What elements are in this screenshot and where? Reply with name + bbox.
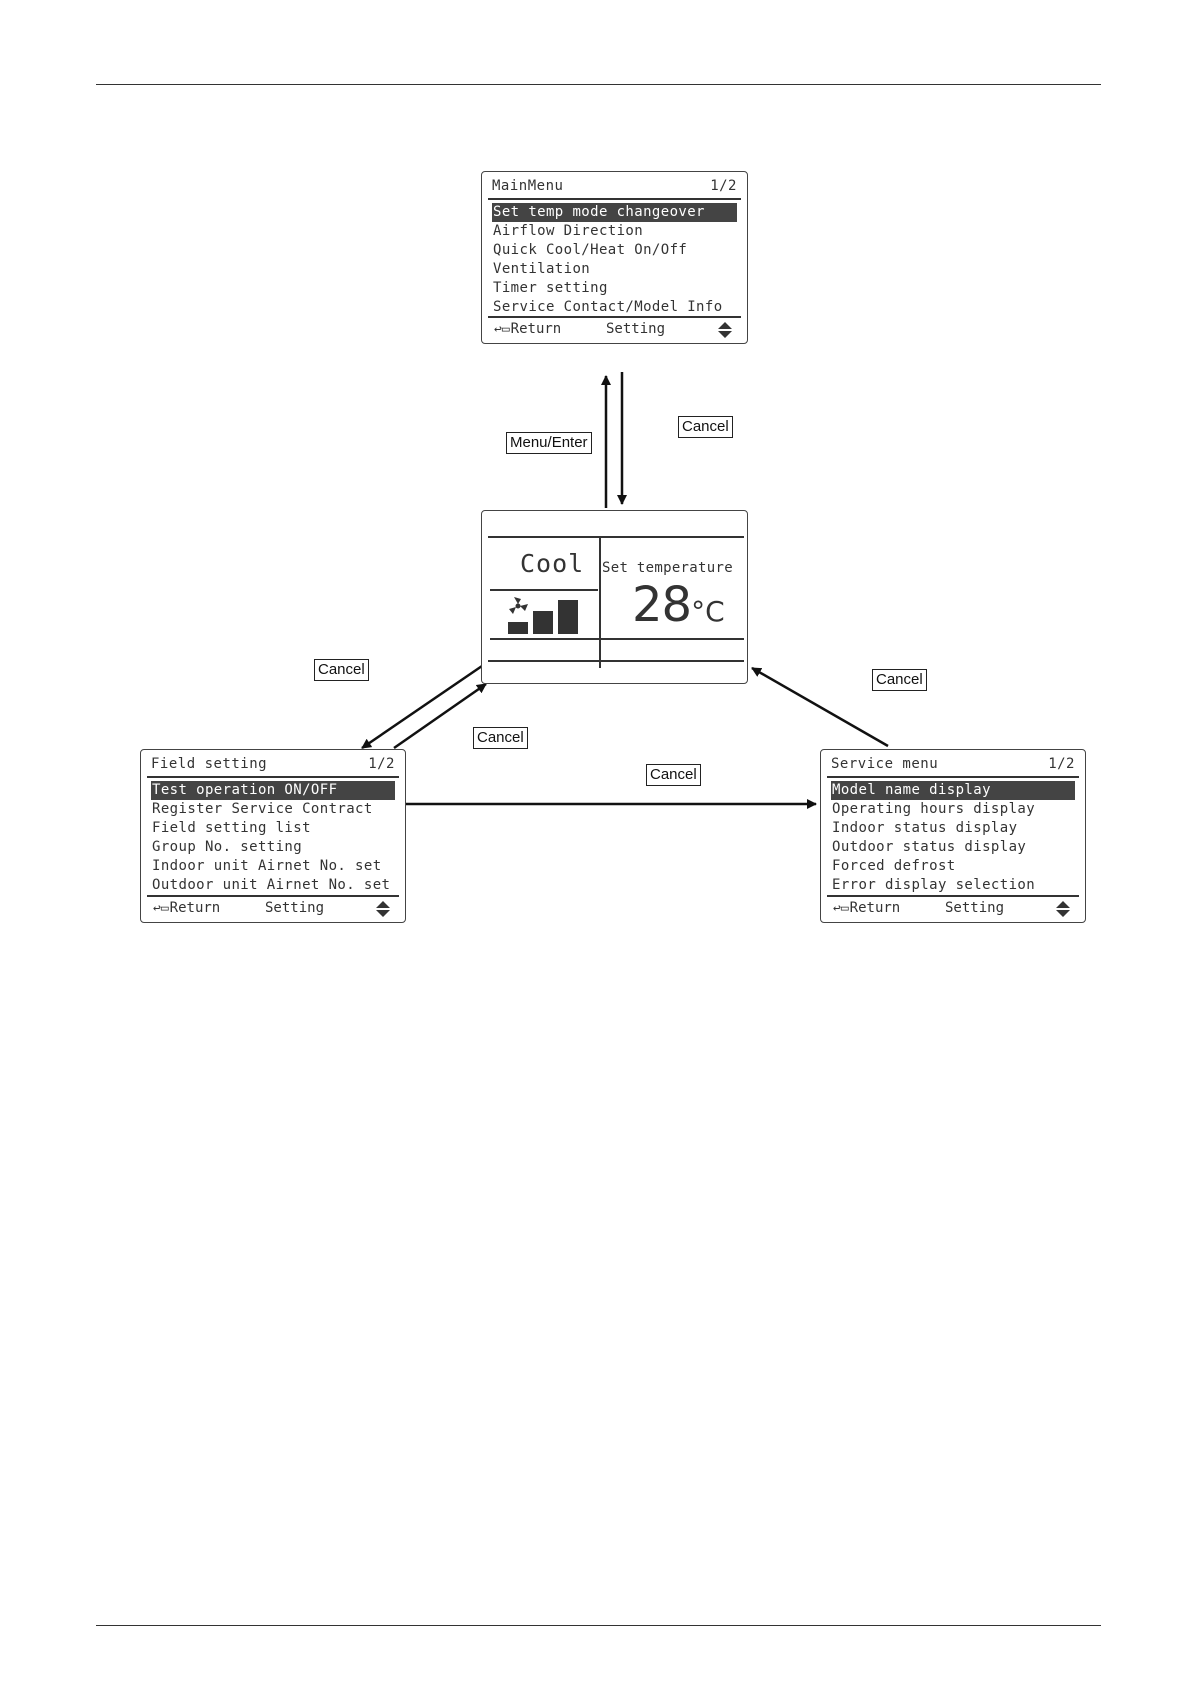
cancel-label-center: Cancel [473, 727, 528, 749]
menu-item-timer[interactable]: Timer setting [493, 280, 608, 296]
menu-item-ventilation[interactable]: Ventilation [493, 261, 591, 277]
field-item-outdoor-airnet[interactable]: Outdoor unit Airnet No. set [152, 877, 391, 893]
field-setting-title: Field setting [151, 756, 268, 772]
up-down-icon [1056, 901, 1070, 917]
menu-enter-label: Menu/Enter [506, 432, 592, 454]
home-bottom-divider [488, 660, 744, 662]
footer-divider [827, 895, 1079, 897]
service-menu-screen: Service menu 1/2 Model name display Oper… [820, 749, 1086, 923]
return-icon: ↩▭ [494, 322, 510, 337]
set-temp-label: Set temperature [602, 560, 733, 576]
service-item-indoor-status[interactable]: Indoor status display [832, 820, 1018, 836]
menu-item-airflow[interactable]: Airflow Direction [493, 223, 644, 239]
main-menu-screen: MainMenu 1/2 Set temp mode changeover Ai… [481, 171, 748, 344]
menu-item-set-temp-mode[interactable]: Set temp mode changeover [492, 203, 737, 222]
field-item-setting-list[interactable]: Field setting list [152, 820, 311, 836]
fan-speed-bar-2 [533, 611, 553, 634]
fan-speed-bar-1 [508, 622, 528, 634]
service-item-error-display[interactable]: Error display selection [832, 877, 1036, 893]
field-item-register-contract[interactable]: Register Service Contract [152, 801, 373, 817]
home-vertical-divider [599, 538, 601, 668]
temperature-display: 28°C [632, 577, 725, 633]
arrow-service-to-home [751, 666, 889, 748]
service-item-operating-hours[interactable]: Operating hours display [832, 801, 1036, 817]
field-item-indoor-airnet[interactable]: Indoor unit Airnet No. set [152, 858, 382, 874]
return-icon: ↩▭ [153, 901, 169, 916]
home-left-divider [490, 589, 598, 591]
menu-item-quick-cool-heat[interactable]: Quick Cool/Heat On/Off [493, 242, 688, 258]
bottom-rule [96, 1625, 1101, 1626]
home-screen: Cool Set temperature 28°C [481, 510, 748, 684]
service-item-outdoor-status[interactable]: Outdoor status display [832, 839, 1027, 855]
service-menu-page: 1/2 [1048, 756, 1075, 772]
temperature-unit: °C [691, 595, 725, 628]
home-top-divider [488, 536, 744, 538]
cancel-label-bottom: Cancel [646, 764, 701, 786]
return-button[interactable]: ↩▭Return [833, 900, 900, 916]
title-divider [827, 776, 1079, 778]
setting-label: Setting [265, 900, 325, 916]
cancel-label-top: Cancel [678, 416, 733, 438]
field-setting-screen: Field setting 1/2 Test operation ON/OFF … [140, 749, 406, 923]
title-divider [147, 776, 399, 778]
footer-divider [488, 316, 741, 318]
return-label: Return [169, 900, 221, 916]
return-icon: ↩▭ [833, 901, 849, 916]
fan-speed-bar-3 [558, 600, 578, 634]
return-label: Return [510, 321, 562, 337]
up-down-icon [376, 901, 390, 917]
return-label: Return [849, 900, 901, 916]
return-button[interactable]: ↩▭Return [153, 900, 220, 916]
arrow-field-to-home [393, 682, 487, 750]
main-menu-title: MainMenu [492, 178, 564, 194]
mode-display: Cool [520, 549, 585, 578]
return-button[interactable]: ↩▭Return [494, 321, 561, 337]
setting-label: Setting [606, 321, 666, 337]
home-mid-divider [490, 638, 744, 640]
cancel-label-right: Cancel [872, 669, 927, 691]
service-menu-title: Service menu [831, 756, 939, 772]
service-item-forced-defrost[interactable]: Forced defrost [832, 858, 956, 874]
temperature-value: 28 [632, 577, 692, 633]
footer-divider [147, 895, 399, 897]
menu-item-service-contact[interactable]: Service Contact/Model Info [493, 299, 723, 315]
field-item-group-no[interactable]: Group No. setting [152, 839, 303, 855]
service-item-model-name[interactable]: Model name display [831, 781, 1075, 800]
field-setting-page: 1/2 [368, 756, 395, 772]
top-rule [96, 84, 1101, 85]
cancel-label-left: Cancel [314, 659, 369, 681]
up-down-icon [718, 322, 732, 338]
fan-icon [509, 597, 528, 614]
arrow-home-to-field [361, 664, 483, 750]
main-menu-page: 1/2 [710, 178, 737, 194]
setting-label: Setting [945, 900, 1005, 916]
field-item-test-operation[interactable]: Test operation ON/OFF [151, 781, 395, 800]
title-divider [488, 198, 741, 200]
